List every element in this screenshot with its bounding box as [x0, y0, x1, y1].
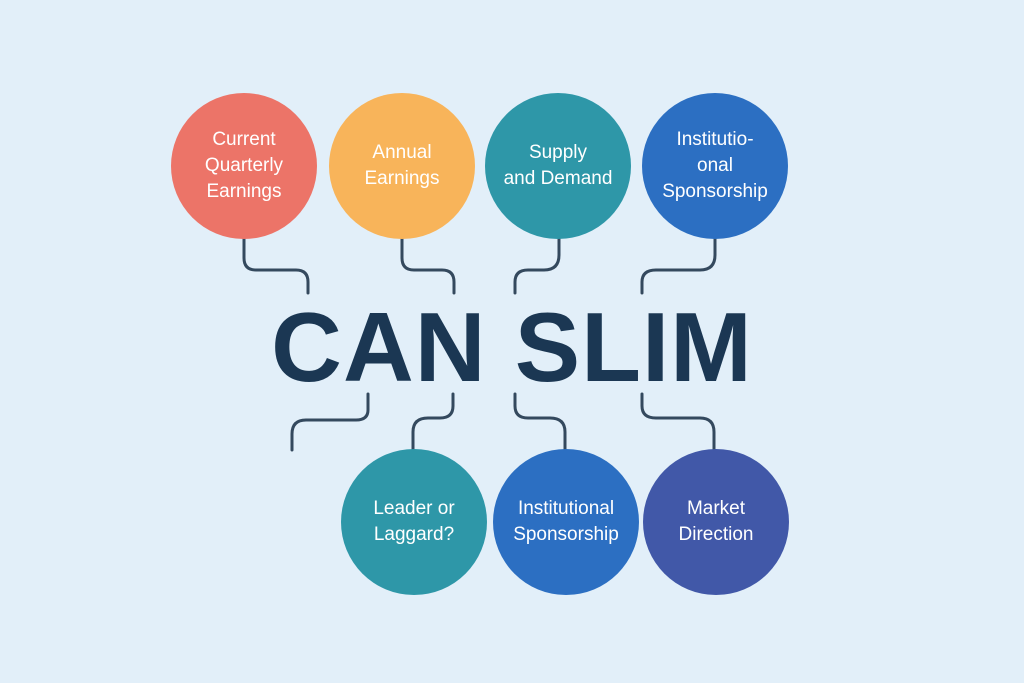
connector-a [400, 236, 456, 295]
node-current-quarterly-earnings: Current Quarterly Earnings [171, 93, 317, 239]
node-label: Institutio- onal Sponsorship [662, 129, 768, 202]
diagram-title: CAN SLIM [271, 292, 753, 402]
node-market-direction: Market Direction [643, 449, 789, 595]
connector-c [242, 236, 310, 295]
node-label: Annual Earnings [364, 142, 440, 189]
connector-l [411, 392, 455, 452]
node-institutional-sponsorship-top: Institutio- onal Sponsorship [642, 93, 788, 239]
connector-s [640, 236, 717, 295]
node-label: Current Quarterly Earnings [204, 129, 284, 202]
node-label: Market Direction [678, 498, 754, 545]
connector-i [513, 392, 567, 452]
node-institutional-sponsorship: Institutional Sponsorship [493, 449, 639, 595]
node-label: Institutional Sponsorship [513, 498, 619, 545]
node-annual-earnings: Annual Earnings [329, 93, 475, 239]
connector-dangling [290, 392, 370, 452]
node-supply-and-demand: Supply and Demand [485, 93, 631, 239]
connector-m [640, 392, 716, 452]
connector-n [513, 236, 561, 295]
node-leader-or-laggard: Leader or Laggard? [341, 449, 487, 595]
node-label: Leader or Laggard? [373, 498, 455, 545]
node-label: Supply and Demand [503, 142, 613, 189]
